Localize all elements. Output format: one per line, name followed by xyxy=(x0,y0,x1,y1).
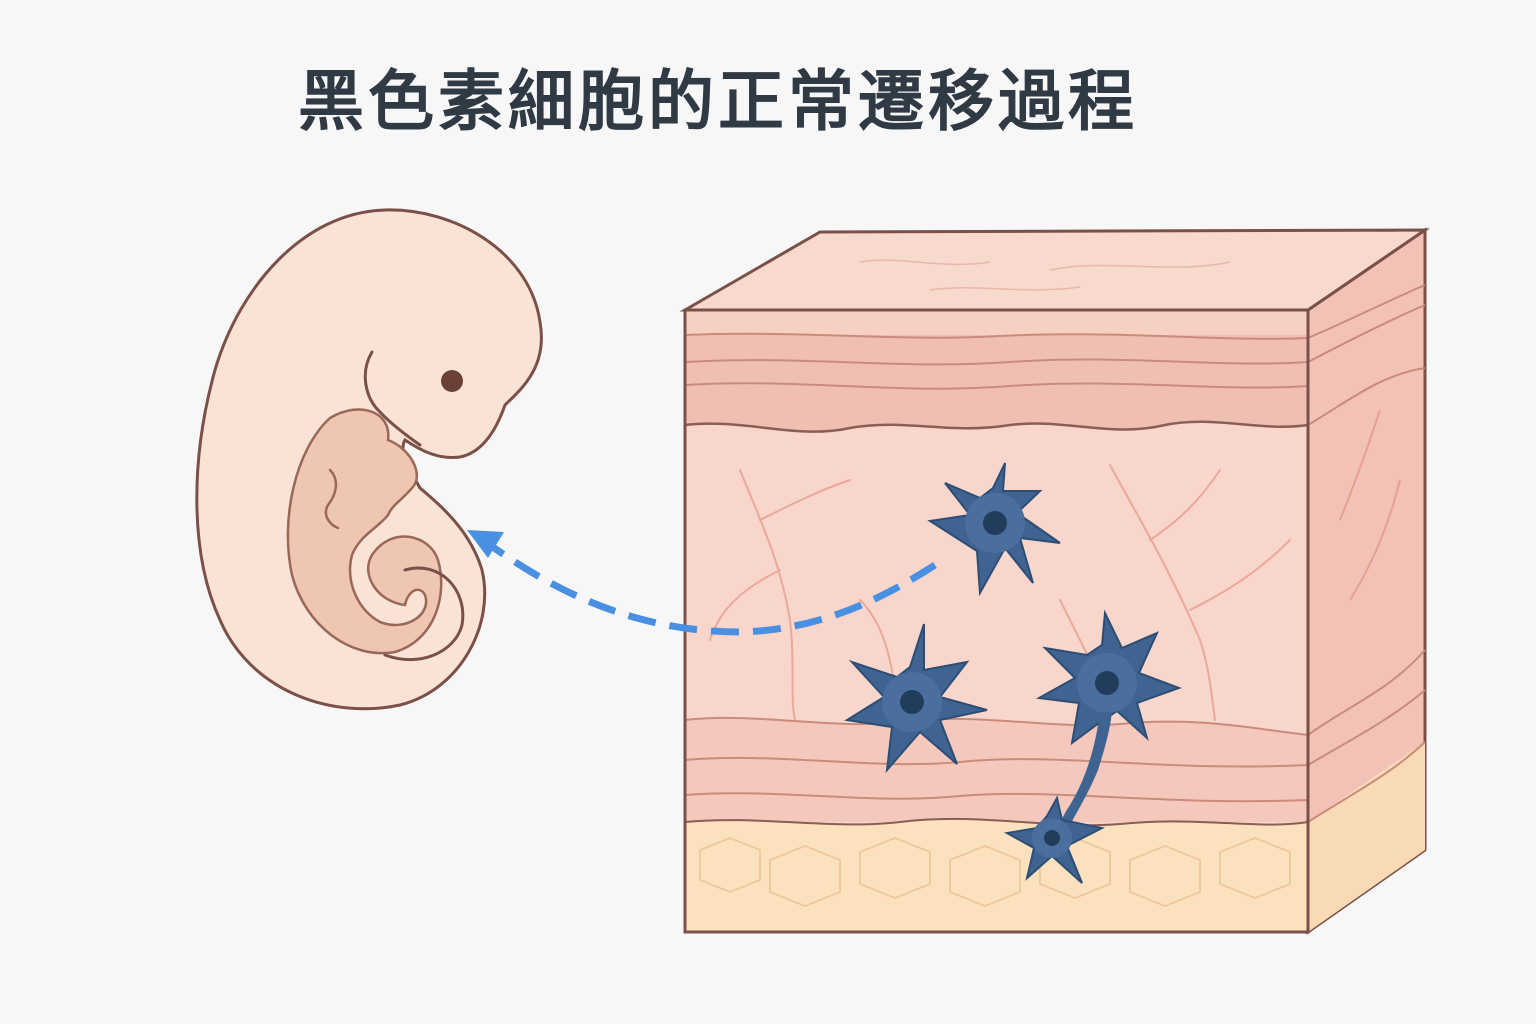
skin-top-face xyxy=(679,228,1430,312)
embryo-inner-region xyxy=(286,408,443,655)
fat-layer xyxy=(685,818,1308,932)
melanocyte-cell xyxy=(1035,609,1182,746)
diagram-title: 黑色素細胞的正常遷移過程 xyxy=(298,63,1138,140)
embryo-illustration xyxy=(195,208,543,711)
melanocyte-process xyxy=(1052,712,1112,840)
melanocyte-cell xyxy=(1004,795,1106,884)
arrow-head xyxy=(467,530,504,558)
migration-arrow xyxy=(467,530,937,636)
skin-cross-section xyxy=(679,227,1430,935)
embryo-eye xyxy=(441,370,463,392)
epidermis-layer xyxy=(685,310,1308,432)
melanocyte-cell xyxy=(927,462,1061,597)
melanocyte-cell xyxy=(844,623,988,774)
